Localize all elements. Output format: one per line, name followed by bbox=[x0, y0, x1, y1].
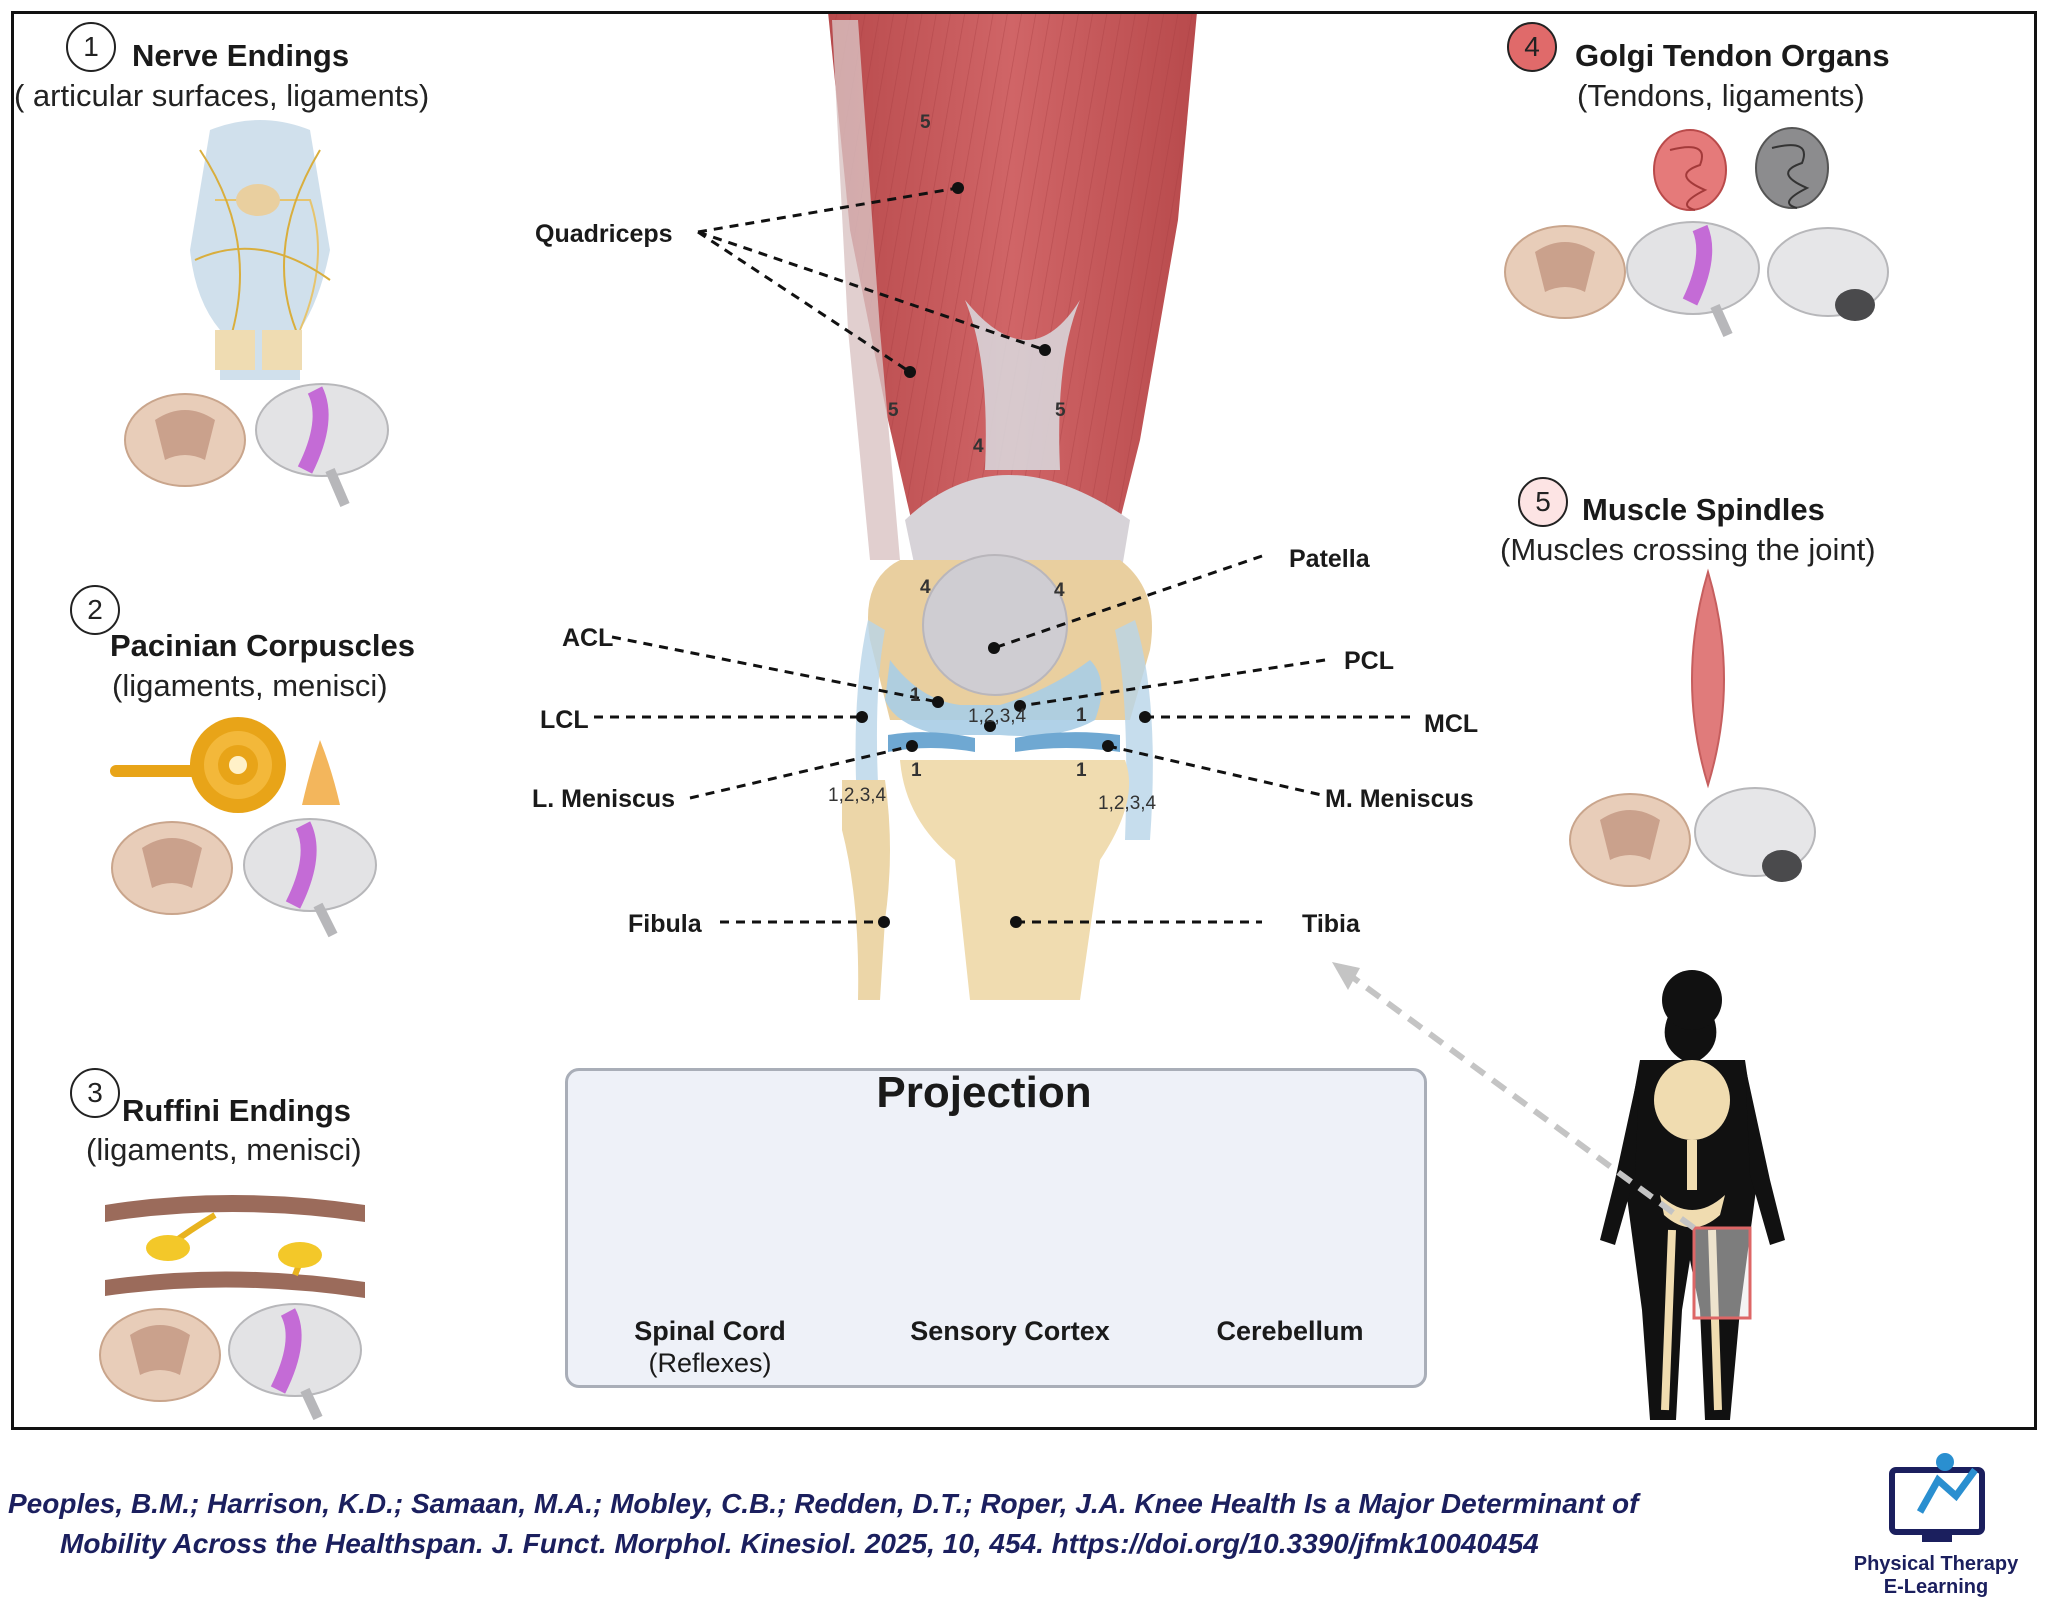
spindles-location: (Muscles crossing the joint) bbox=[1500, 532, 1876, 567]
logo-text-line-1: Physical Therapy bbox=[1853, 1553, 2019, 1575]
brain-sagittal-icon bbox=[1767, 227, 1889, 321]
knee-illustration bbox=[800, 12, 1197, 1020]
quadriceps-tendon bbox=[965, 300, 1080, 470]
knee-number: 5 bbox=[888, 400, 899, 421]
brain-icon bbox=[243, 818, 377, 938]
brain-icon bbox=[228, 1303, 362, 1421]
logo-text-line-2: E-Learning bbox=[1883, 1576, 1989, 1598]
joint-cartilage bbox=[885, 660, 1102, 736]
ruffini-location: (ligaments, menisci) bbox=[86, 1132, 362, 1167]
pacinian-title: Pacinian Corpuscles bbox=[110, 628, 415, 663]
knee-number: 1 bbox=[910, 685, 921, 706]
label-lcl: LCL bbox=[540, 706, 589, 734]
badge-1: 1 bbox=[66, 22, 116, 72]
label-m-meniscus: M. Meniscus bbox=[1325, 785, 1474, 813]
citation-line-2: Mobility Across the Healthspan. J. Funct… bbox=[60, 1528, 1539, 1559]
mcl-ligament bbox=[1115, 620, 1153, 840]
brain-icon bbox=[255, 383, 389, 507]
label-quadriceps: Quadriceps bbox=[535, 220, 673, 248]
label-tibia: Tibia bbox=[1302, 910, 1360, 938]
knee-number: 1 bbox=[1076, 705, 1087, 726]
nerve-endings-title: Nerve Endings bbox=[132, 38, 350, 73]
knee-number: 1,2,3,4 bbox=[1098, 793, 1157, 814]
pacinian-location: (ligaments, menisci) bbox=[112, 668, 388, 703]
knee-number: 1,2,3,4 bbox=[828, 785, 887, 806]
projection-title: Projection bbox=[876, 1068, 1092, 1117]
pacinian-corpuscle-illustration bbox=[110, 717, 340, 813]
spinal-cord-label: Spinal Cord bbox=[634, 1316, 786, 1346]
knee-highlight-box bbox=[1692, 1226, 1752, 1320]
knee-number: 5 bbox=[1055, 400, 1066, 421]
spinal-cord-icon bbox=[99, 1308, 221, 1402]
badge-2: 2 bbox=[70, 585, 120, 635]
label-fibula: Fibula bbox=[628, 910, 702, 938]
golgi-title: Golgi Tendon Organs bbox=[1575, 38, 1890, 73]
knee-number: 4 bbox=[973, 436, 984, 457]
knee-number: 1,2,3,4 bbox=[968, 706, 1027, 727]
golgi-location: (Tendons, ligaments) bbox=[1577, 78, 1865, 113]
label-mcl: MCL bbox=[1424, 710, 1479, 738]
spinal-cord-icon bbox=[124, 393, 246, 487]
spinal-cord-icon bbox=[111, 821, 233, 915]
spinal-cord-note: (Reflexes) bbox=[648, 1348, 772, 1378]
knee-number: 1 bbox=[911, 760, 922, 781]
brain-sagittal-icon bbox=[1694, 787, 1816, 882]
badge-5: 5 bbox=[1518, 477, 1568, 527]
leader-lines bbox=[594, 186, 1410, 924]
citation-line-1: Peoples, B.M.; Harrison, K.D.; Samaan, M… bbox=[8, 1488, 1639, 1519]
muscle-spindle-illustration bbox=[1691, 568, 1725, 789]
brain-icon bbox=[1626, 221, 1760, 338]
spinal-cord-icon bbox=[1504, 225, 1626, 319]
lcl-ligament bbox=[855, 620, 885, 820]
golgi-tendon-organ-illustration bbox=[1653, 127, 1829, 211]
ruffini-title: Ruffini Endings bbox=[122, 1093, 352, 1128]
knee-number: 4 bbox=[920, 577, 931, 598]
spindles-title: Muscle Spindles bbox=[1582, 492, 1825, 527]
knee-number: 5 bbox=[920, 112, 931, 133]
label-patella: Patella bbox=[1289, 545, 1370, 573]
patella-bone bbox=[922, 554, 1068, 696]
badge-3: 3 bbox=[70, 1068, 120, 1118]
spinal-cord-icon bbox=[1569, 793, 1691, 887]
badge-4: 4 bbox=[1507, 22, 1557, 72]
skeleton-figure bbox=[1332, 962, 1785, 1420]
label-l-meniscus: L. Meniscus bbox=[532, 785, 676, 813]
label-pcl: PCL bbox=[1344, 647, 1394, 675]
cerebellum-label: Cerebellum bbox=[1216, 1316, 1364, 1346]
sensory-cortex-label: Sensory Cortex bbox=[910, 1316, 1110, 1346]
knee-number: 1 bbox=[1076, 760, 1087, 781]
medial-meniscus bbox=[1015, 732, 1120, 752]
leader-dots bbox=[856, 182, 1151, 928]
nerve-endings-illustration bbox=[190, 120, 331, 380]
figure-frame bbox=[11, 11, 2037, 1430]
nerve-endings-location: ( articular surfaces, ligaments) bbox=[14, 78, 430, 113]
knee-number: 4 bbox=[1054, 580, 1065, 601]
projection-panel bbox=[565, 1068, 1427, 1388]
label-acl: ACL bbox=[562, 624, 614, 652]
ruffini-ending-illustration bbox=[105, 1195, 365, 1298]
monitor-runner-icon bbox=[1889, 1453, 1985, 1542]
